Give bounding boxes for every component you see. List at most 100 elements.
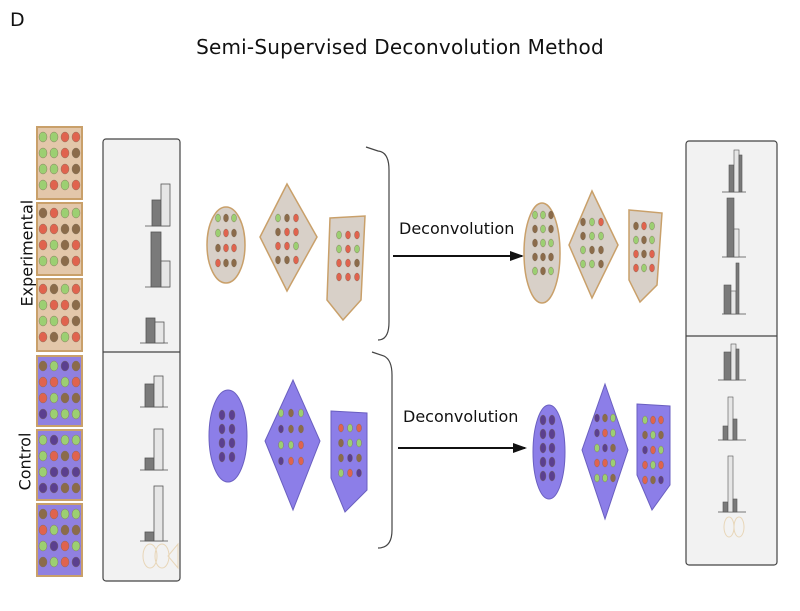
cell-dot <box>539 456 547 468</box>
cell-dot <box>60 131 70 143</box>
cell-dot <box>649 263 655 273</box>
cell-dot <box>548 224 554 234</box>
cell-dot <box>347 423 353 433</box>
cell-dot <box>49 163 59 175</box>
cell-dot <box>71 556 81 568</box>
cell-dot <box>580 259 586 269</box>
cell-dot <box>49 255 59 267</box>
cell-dot <box>540 210 546 220</box>
cell-dot <box>548 238 554 248</box>
cell-dot <box>594 413 600 423</box>
bar <box>160 260 171 288</box>
cell-dot <box>38 450 48 462</box>
cell-dot <box>71 392 81 404</box>
cell-dot <box>71 482 81 494</box>
cell-dot <box>594 458 600 468</box>
cell-dot <box>633 221 639 231</box>
cell-dot <box>60 392 70 404</box>
cell-dot <box>356 468 362 478</box>
cell-dot <box>347 453 353 463</box>
bar <box>733 149 740 193</box>
cell-dot <box>594 473 600 483</box>
cell-dot <box>298 424 304 434</box>
bar <box>732 498 738 513</box>
bar <box>154 321 165 344</box>
cell-dot <box>298 456 304 466</box>
cell-dot <box>218 451 226 463</box>
cell-dot <box>49 331 59 343</box>
cell-dot <box>49 179 59 191</box>
cell-dot <box>49 147 59 159</box>
cell-dot <box>548 266 554 276</box>
cell-dot <box>602 413 608 423</box>
cell-dot <box>602 428 608 438</box>
cell-dot <box>278 456 284 466</box>
cell-dot <box>548 414 556 426</box>
cell-dot <box>71 434 81 446</box>
cell-dot <box>345 272 351 282</box>
cell-dot <box>338 423 344 433</box>
cell-dot <box>293 227 299 237</box>
cell-dot <box>658 415 664 425</box>
bar <box>735 348 740 381</box>
cell-dot <box>38 392 48 404</box>
cell-dot <box>658 475 664 485</box>
cell-dot <box>278 440 284 450</box>
cell-dot <box>60 207 70 219</box>
cell-dot <box>288 424 294 434</box>
cell-dot <box>60 315 70 327</box>
cell-dot <box>540 266 546 276</box>
cell-dot <box>60 556 70 568</box>
bar <box>145 317 156 344</box>
cell-dot <box>223 213 229 223</box>
cell-dot <box>38 255 48 267</box>
cell-dot <box>49 392 59 404</box>
cell-dot <box>548 470 556 482</box>
bar <box>728 164 735 193</box>
cell-dot <box>49 131 59 143</box>
cell-diamond <box>259 182 318 293</box>
cell-dot <box>598 231 604 241</box>
cell-dot <box>650 460 656 470</box>
cell-dot <box>338 468 344 478</box>
bar <box>730 290 737 315</box>
cell-dot <box>60 255 70 267</box>
cell-dot <box>49 482 59 494</box>
cell-dot <box>71 207 81 219</box>
deconvolution-label-control: Deconvolution <box>403 407 519 426</box>
cell-dot <box>60 540 70 552</box>
cell-dot <box>38 207 48 219</box>
cell-dot <box>71 331 81 343</box>
cell-dot <box>60 179 70 191</box>
cell-dot <box>231 213 237 223</box>
cell-dot <box>38 524 48 536</box>
bar <box>153 375 164 408</box>
cell-dot <box>38 376 48 388</box>
cell-trapezoid <box>326 215 366 322</box>
cell-dot <box>293 241 299 251</box>
cell-dot <box>223 258 229 268</box>
cell-dot <box>71 408 81 420</box>
cell-dot <box>60 434 70 446</box>
cell-dot <box>275 213 281 223</box>
cell-dot <box>60 299 70 311</box>
cell-dot <box>642 415 648 425</box>
bar <box>722 425 729 441</box>
cell-dot <box>71 450 81 462</box>
cell-dot <box>598 245 604 255</box>
bar <box>144 457 155 471</box>
cell-dot <box>71 508 81 520</box>
cell-dot <box>580 245 586 255</box>
cell-dot <box>338 438 344 448</box>
cell-dot <box>71 147 81 159</box>
figure-title: Semi-Supervised Deconvolution Method <box>196 35 604 59</box>
cell-dot <box>49 434 59 446</box>
cell-dot <box>215 243 221 253</box>
cell-dot <box>38 147 48 159</box>
cell-dot <box>610 443 616 453</box>
cell-dot <box>594 443 600 453</box>
cell-dot <box>354 244 360 254</box>
cell-dot <box>298 408 304 418</box>
cell-dot <box>602 473 608 483</box>
